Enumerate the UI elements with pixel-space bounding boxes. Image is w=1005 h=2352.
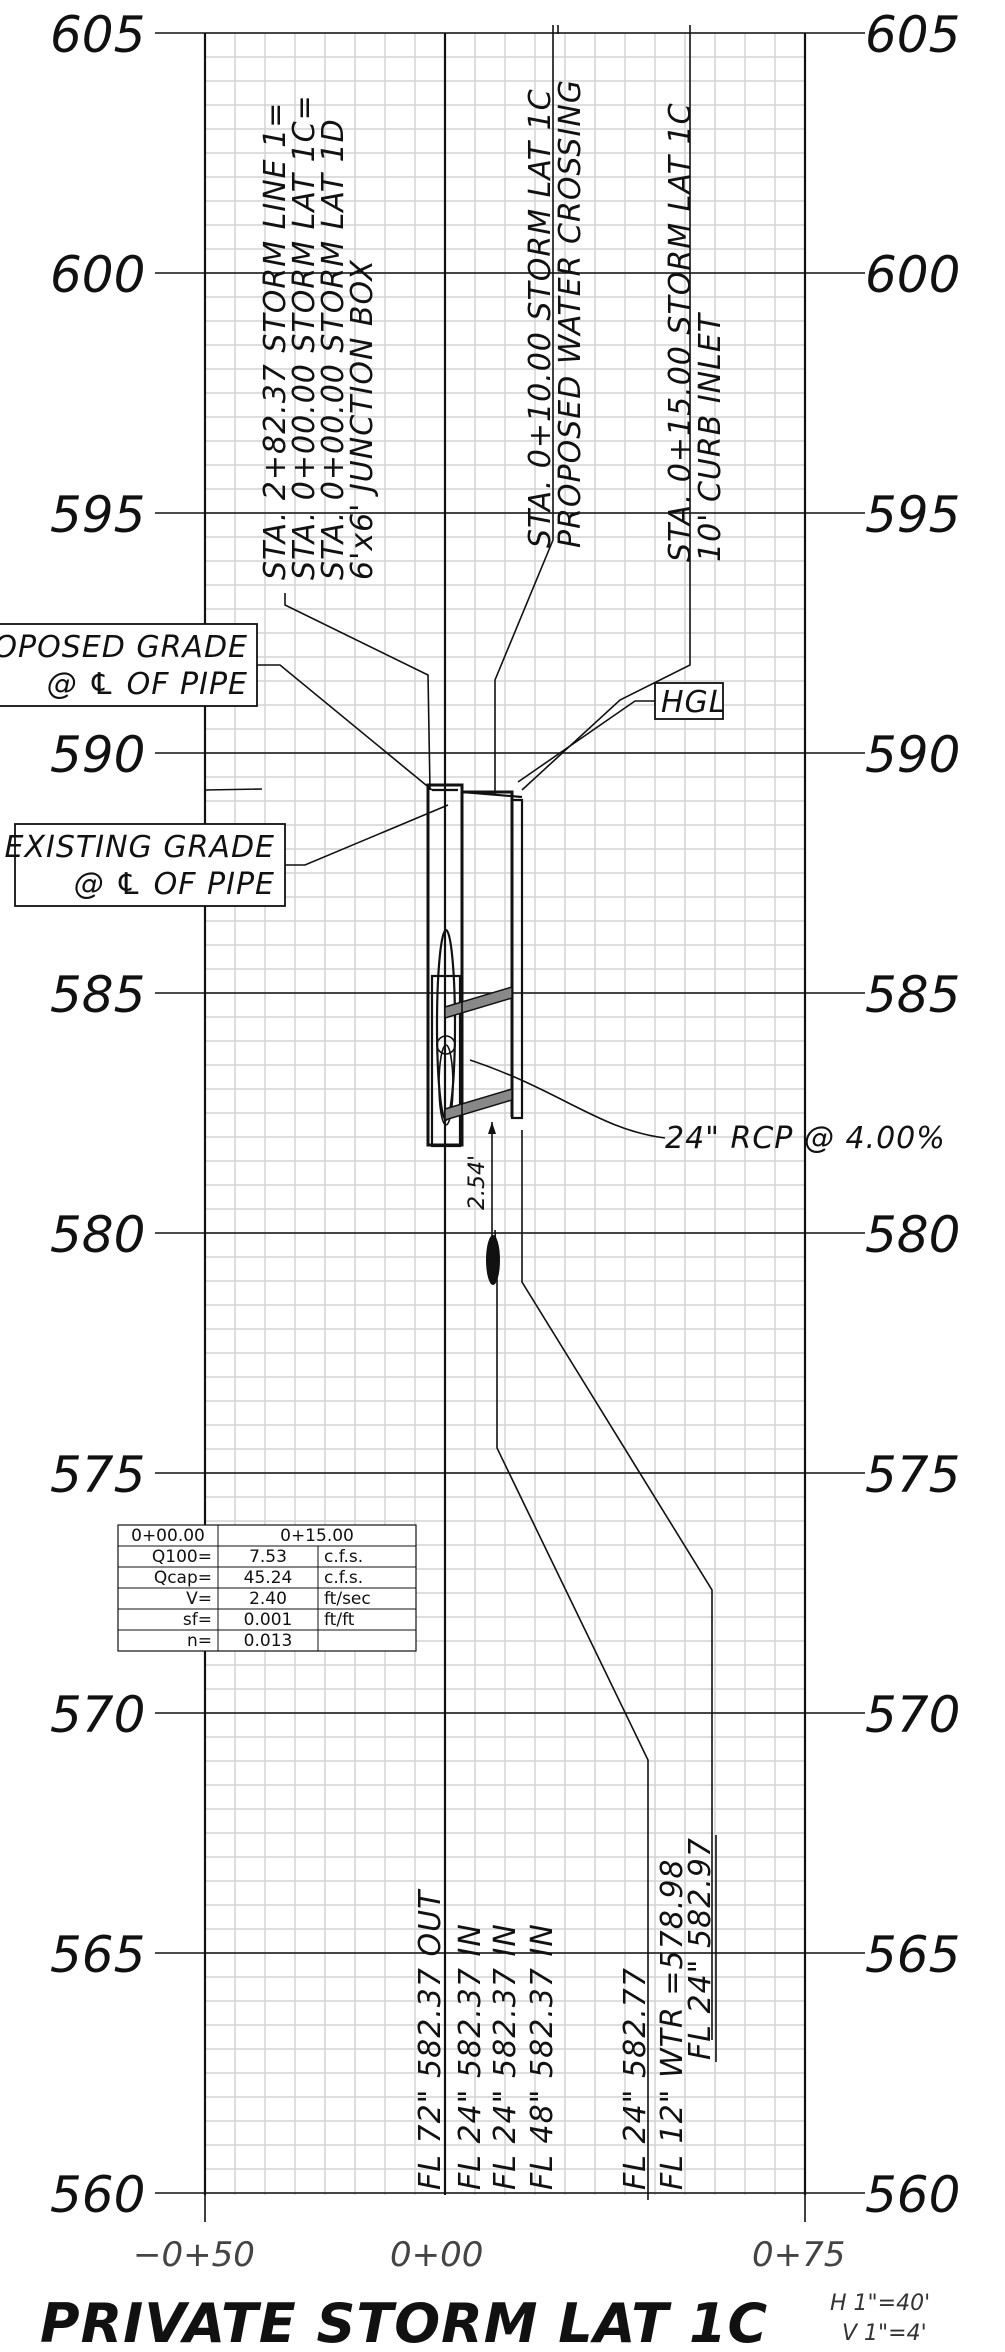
flowline-72-out: FL 72" 582.37 OUT bbox=[413, 1888, 448, 2190]
elev-label-right-595: 595 bbox=[865, 486, 960, 544]
table-row-label: V= bbox=[186, 1589, 212, 1609]
table-row-value: 7.53 bbox=[249, 1547, 287, 1567]
table-row-unit: ft/sec bbox=[324, 1589, 371, 1609]
flowline-24-inlet: FL 24" 582.77 bbox=[618, 1967, 653, 2190]
elev-label-right-565: 565 bbox=[865, 1926, 960, 1984]
table-row-label: Qcap= bbox=[154, 1568, 212, 1588]
pipe-label: 24" RCP @ 4.00% bbox=[469, 1059, 946, 1156]
pipe-label-text: 24" RCP @ 4.00% bbox=[665, 1121, 946, 1156]
elev-label-left-560: 560 bbox=[50, 2166, 145, 2224]
flowline-24-in-b: FL 24" 582.37 IN bbox=[488, 1923, 523, 2190]
table-row-label: Q100= bbox=[152, 1547, 212, 1567]
callout-water-crossing: STA. 0+10.00 STORM LAT 1C PROPOSED WATER… bbox=[523, 79, 588, 548]
callout-water-crossing-line-1: STA. 0+10.00 STORM LAT 1C bbox=[523, 88, 558, 548]
table-row-label: sf= bbox=[183, 1610, 212, 1630]
table-row-value: 2.40 bbox=[249, 1589, 287, 1609]
flowline-48-in: FL 48" 582.37 IN bbox=[525, 1923, 560, 2190]
elev-label-left-575: 575 bbox=[50, 1446, 145, 1504]
elevation-labels-right: 605 600 595 590 585 580 575 570 565 560 bbox=[865, 6, 960, 2224]
flowline-12-water: FL 12" WTR =578.98 bbox=[655, 1859, 690, 2191]
elev-label-right-570: 570 bbox=[865, 1686, 960, 1744]
station-labels: −0+50 0+00 0+75 bbox=[133, 2195, 845, 2275]
pipe-24-rcp bbox=[444, 800, 513, 1130]
elevation-labels-left: 605 600 595 590 585 580 575 570 565 560 bbox=[50, 6, 145, 2224]
hgl-label-text: HGL bbox=[661, 685, 727, 720]
callout-curb-inlet: STA. 0+15.00 STORM LAT 1C 10' CURB INLET bbox=[663, 102, 728, 562]
station-label-75: 0+75 bbox=[752, 2235, 845, 2275]
flowline-24-in-a: FL 24" 582.37 IN bbox=[453, 1923, 488, 2190]
elev-label-right-575: 575 bbox=[865, 1446, 960, 1504]
table-row-value: 45.24 bbox=[244, 1568, 293, 1588]
clearance-label: 2.54' bbox=[465, 1155, 490, 1210]
proposed-grade-label: PROPOSED GRADE @ ℄ OF PIPE bbox=[0, 623, 433, 791]
curb-inlet-structure bbox=[461, 790, 524, 1120]
elev-label-left-570: 570 bbox=[50, 1686, 145, 1744]
elev-label-left-600: 600 bbox=[50, 246, 145, 304]
callout-curb-inlet-line-2: 10' CURB INLET bbox=[693, 311, 728, 562]
existing-grade-label-line-2: @ ℄ OF PIPE bbox=[74, 867, 275, 902]
callout-junction-box-line-4: 6'x6' JUNCTION BOX bbox=[345, 259, 380, 580]
table-row-value: 0.013 bbox=[244, 1631, 293, 1651]
callout-junction-box-line-2: STA. 0+00.00 STORM LAT 1C= bbox=[287, 94, 322, 580]
callout-curb-inlet-line-1: STA. 0+15.00 STORM LAT 1C bbox=[663, 102, 698, 562]
table-row-unit: ft/ft bbox=[324, 1610, 355, 1630]
elev-label-right-590: 590 bbox=[865, 726, 960, 784]
callout-junction-box-line-1: STA. 2+82.37 STORM LINE 1= bbox=[258, 102, 293, 580]
elev-label-left-565: 565 bbox=[50, 1926, 145, 1984]
scale-vertical: V 1"=4' bbox=[842, 2321, 927, 2346]
drawing-title: PRIVATE STORM LAT 1C bbox=[40, 2292, 768, 2352]
elev-label-left-585: 585 bbox=[50, 966, 145, 1024]
water-line-crossing: 2.54' bbox=[465, 1122, 500, 1285]
elev-label-right-580: 580 bbox=[865, 1206, 960, 1264]
hgl-label: HGL bbox=[517, 682, 727, 783]
elev-label-left-580: 580 bbox=[50, 1206, 145, 1264]
table-row-unit: c.f.s. bbox=[324, 1568, 363, 1588]
elev-label-right-600: 600 bbox=[865, 246, 960, 304]
existing-grade-line bbox=[204, 788, 263, 791]
proposed-grade-label-line-2: @ ℄ OF PIPE bbox=[47, 667, 248, 702]
elev-label-left-595: 595 bbox=[50, 486, 145, 544]
station-label-minus-50: −0+50 bbox=[133, 2235, 255, 2275]
station-label-0: 0+00 bbox=[390, 2235, 483, 2275]
table-row-label: n= bbox=[187, 1631, 212, 1651]
elev-label-left-605: 605 bbox=[50, 6, 145, 64]
elev-label-right-560: 560 bbox=[865, 2166, 960, 2224]
table-header-end: 0+15.00 bbox=[280, 1526, 354, 1546]
existing-grade-label: EXISTING GRADE @ ℄ OF PIPE bbox=[5, 804, 449, 907]
existing-grade-label-line-1: EXISTING GRADE bbox=[5, 830, 275, 865]
callout-water-crossing-line-2: PROPOSED WATER CROSSING bbox=[553, 79, 588, 548]
elev-label-left-590: 590 bbox=[50, 726, 145, 784]
table-header-start: 0+00.00 bbox=[131, 1526, 205, 1546]
flowline-labels: FL 72" 582.37 OUT FL 24" 582.37 IN FL 24… bbox=[413, 1835, 718, 2190]
callout-junction-box: STA. 2+82.37 STORM LINE 1= STA. 0+00.00 … bbox=[258, 94, 380, 580]
flowline-leaders bbox=[494, 1130, 713, 2200]
flowline-24-end: FL 24" 582.97 bbox=[683, 1837, 718, 2060]
table-row-value: 0.001 bbox=[244, 1610, 293, 1630]
proposed-grade-label-line-1: PROPOSED GRADE bbox=[0, 630, 248, 665]
scale-horizontal: H 1"=40' bbox=[830, 2291, 930, 2316]
elev-label-right-605: 605 bbox=[865, 6, 960, 64]
table-row-unit: c.f.s. bbox=[324, 1547, 363, 1567]
elev-label-right-585: 585 bbox=[865, 966, 960, 1024]
callout-junction-box-line-3: STA. 0+00.00 STORM LAT 1D bbox=[316, 118, 351, 580]
